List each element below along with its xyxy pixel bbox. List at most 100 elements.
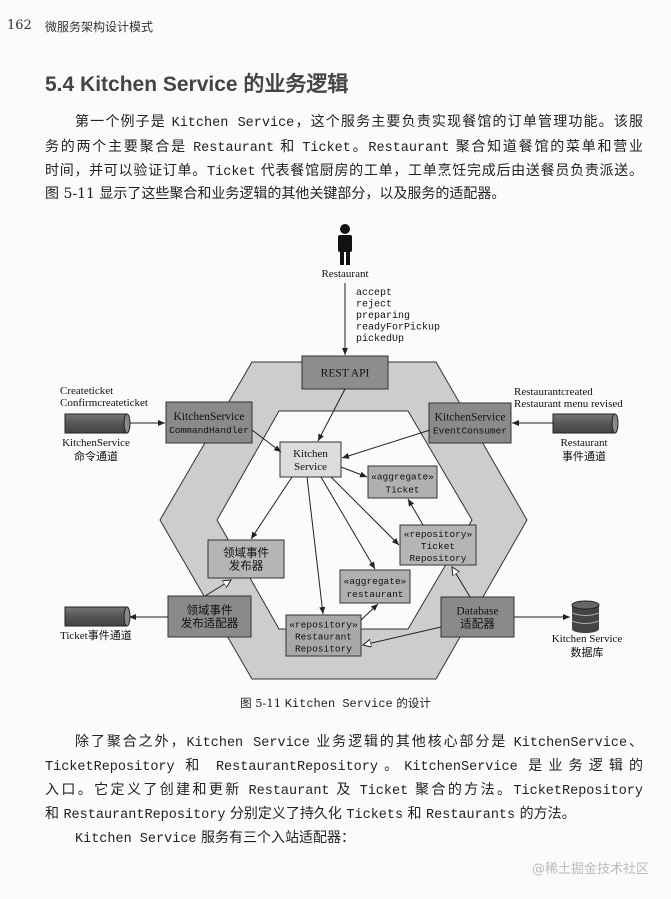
text-run: 的设计 [392,696,431,710]
dependency-arrow [317,388,346,442]
channel-message-label: Confirmcreateticket [60,397,148,409]
code-term: Restaurant [193,141,275,156]
command-label: readyForPickup [356,322,440,334]
text-run: 业务逻辑的其他核心部分是 [309,734,514,750]
kitchenservice-command-channel-icon [64,413,131,434]
code-term: Kitchen Service [75,832,197,847]
text-run: 和 [45,806,64,822]
person-icon [338,224,352,265]
text-run: 代表餐馆厨房的工单，工单烹饪完成后由送餐员负责派送。 [255,163,644,179]
text-run: 和 [403,806,427,822]
text-line: 第一个例子是 Kitchen Service，这个服务主要负责实现餐馆的订单管理… [75,113,643,133]
text-run: 时间，并可以验证订单。 [45,163,208,179]
text-line: 时间，并可以验证订单。Ticket 代表餐馆厨房的工单，工单烹饪完成后由送餐员负… [45,162,643,182]
dependency-arrow [360,603,379,621]
dependency-arrow [407,498,424,526]
text-line: 除了聚合之外，Kitchen Service 业务逻辑的其他核心部分是 Kitc… [75,733,643,753]
channel-label: 事件通道 [562,449,606,463]
text-run: 分别定义了持久化 [225,806,347,822]
database-label: 数据库 [571,645,604,659]
ticket-event-channel-icon [64,606,131,627]
code-term: KitchenService [404,760,518,775]
text-run: 。 [350,139,369,155]
code-term: TicketRepository [513,784,644,799]
restaurant-aggregate-box: «aggregate»restaurant [339,569,411,604]
section-title: 5.4 Kitchen Service 的业务逻辑 [45,73,349,96]
command-label: reject [356,299,392,311]
text-run: 务的两个主要聚合是 [45,139,194,155]
database-icon [571,600,600,633]
watermark: @稀土掘金技术社区 [531,862,649,877]
dependency-arrow [204,580,231,597]
code-term: KitchenService [513,736,628,751]
rest-api-box: REST API [301,355,389,390]
box-label: «aggregate» [371,472,434,483]
database-label: Kitchen Service [552,633,623,645]
channel-label: KitchenService [62,437,130,449]
box-label: EventConsumer [433,426,507,437]
box-label: 领域事件 [223,546,269,560]
box-label: Ticket [421,541,455,552]
restaurant-event-channel-icon [552,413,619,434]
box-label: Kitchen [293,448,328,460]
dependency-arrow [452,567,471,598]
code-term: Ticket [359,784,409,799]
box-label: Ticket [385,485,419,496]
box-label: restaurant [346,589,403,600]
code-term: Ticket [302,141,351,156]
text-run: 、 [627,734,644,750]
box-label: CommandHandler [169,425,249,436]
box-label: KitchenService [174,411,245,423]
text-run: 和 [174,758,216,774]
dependency-arrow [363,626,442,645]
dependency-arrow [340,466,368,478]
text-run: 。 [377,758,405,774]
code-term: Kitchen Service [284,697,393,711]
text-run: 第一个例子是 [75,114,172,130]
code-term: Kitchen Service [186,736,310,751]
code-term: Restaurant [248,784,330,799]
page-number: 162 [7,18,32,33]
command-label: preparing [356,310,410,322]
box-label: Repository [295,644,352,655]
box-label: 发布适配器 [181,616,239,630]
text-run: 图 5-11 显示了这些聚合和业务逻辑的其他关键部分，以及服务的适配器。 [45,186,506,202]
text-run: 入口。它定义了创建和更新 [45,782,249,798]
dependency-arrow [341,429,431,459]
command-label: accept [356,288,392,299]
dependency-arrow [330,476,400,546]
text-line: Kitchen Service 服务有三个入站适配器： [75,829,643,849]
text-run: 聚合知道餐馆的菜单和营业 [449,139,644,155]
code-term: Kitchen Service [171,116,295,131]
text-run: 是业务逻辑的 [517,758,644,774]
text-line: 务的两个主要聚合是 Restaurant 和 Ticket。Restaurant… [45,138,643,158]
box-label: Restaurant [295,632,352,643]
box-label: 领域事件 [187,603,233,617]
text-line: 入口。它定义了创建和更新 Restaurant 及 Ticket 聚合的方法。T… [45,781,643,801]
code-term: TicketRepository [45,760,175,775]
dependency-arrow [250,476,293,540]
actor-label: Restaurant [321,268,368,280]
text-line: TicketRepository 和 RestaurantRepository。… [45,757,643,777]
code-term: RestaurantRepository [215,760,378,775]
dependency-arrow [251,429,282,453]
kitchen-service-box: KitchenService [279,441,342,478]
box-label: Repository [409,553,466,564]
text-run: 图 5-11 [240,696,285,710]
box-label: «repository» [289,620,358,631]
code-term: Tickets [346,808,404,823]
code-term: Ticket [207,165,256,180]
channel-label: Restaurant [560,437,607,449]
channel-message-label: Createticket [60,385,113,397]
dependency-arrow [306,476,326,615]
text-run: 和 [274,139,303,155]
box-label: Database [456,606,498,618]
channel-label: 命令通道 [74,449,118,463]
